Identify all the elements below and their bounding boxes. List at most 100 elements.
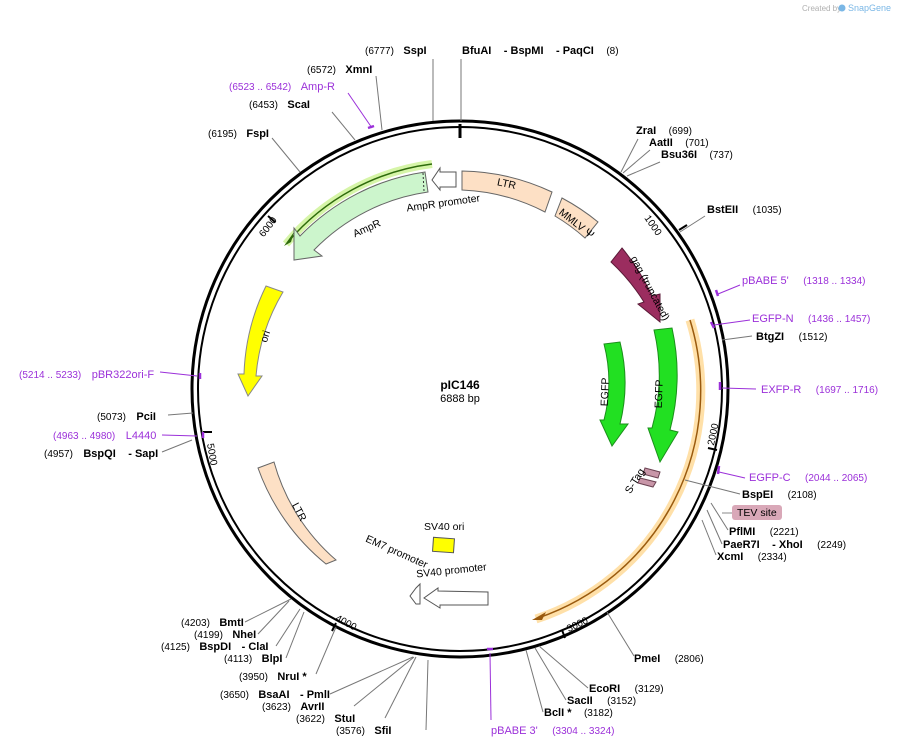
ampr-gene-label: AmpR xyxy=(351,217,383,240)
leader-egfp-c xyxy=(718,471,746,479)
leader-ampr-r xyxy=(347,92,373,129)
tev-site-badge xyxy=(732,505,782,520)
ampr-highlight-arrowhead xyxy=(284,232,294,246)
site-bmti: (4203) BmtI xyxy=(181,613,244,630)
ori-feature-arrow xyxy=(237,285,284,398)
credit-text: Created by xyxy=(802,4,841,13)
site-bspqi: (4957) BspQI - SapI xyxy=(44,444,158,461)
leader-btgzi xyxy=(721,335,753,341)
site-stui: (3622) StuI xyxy=(296,709,355,726)
tick-3000 xyxy=(561,629,566,639)
leader-pcii xyxy=(167,412,194,416)
plasmid-size: 6888 bp xyxy=(440,393,480,405)
leader-xmni xyxy=(375,75,383,131)
leader-pflmi xyxy=(710,502,729,531)
stag-feature xyxy=(642,467,661,479)
primer-pbr322ori-f: (5214 .. 5233) pBR322ori-F xyxy=(19,365,154,382)
site-leader-lines xyxy=(161,59,753,731)
site-sfii: (3576) SfiI xyxy=(336,721,391,738)
tick-label-3000: 3000 xyxy=(565,615,590,635)
site-bfuai: BfuAI - BspMI - PaqCI (8) xyxy=(462,41,619,58)
site-bsu36i: Bsu36I (737) xyxy=(661,145,733,162)
ltr-top-feature xyxy=(461,170,553,213)
site-sacii: SacII (3152) xyxy=(567,691,636,708)
egfp-inner-label: EGFP xyxy=(599,377,612,406)
sv40-promoter-arrow xyxy=(423,587,489,609)
primer-ampr-r: (6523 .. 6542) Amp-R xyxy=(229,77,335,94)
tick-2000 xyxy=(707,447,718,451)
leader-bsteii xyxy=(679,215,706,233)
backbone-outer-ring xyxy=(190,119,730,659)
site-sspi: (6777) SspI xyxy=(365,41,427,58)
sv40-ori-label: SV40 ori xyxy=(424,521,464,533)
leader-bcli xyxy=(525,649,544,713)
gag-feature-arrow xyxy=(610,247,661,324)
credit-app-name: SnapGene xyxy=(848,3,891,13)
primer-leader-lines xyxy=(159,92,757,721)
site-zrai: ZraI (699) xyxy=(636,121,692,138)
tick-label-2000: 2000 xyxy=(706,422,721,446)
ampr-gene-boundary xyxy=(422,172,425,192)
site-xcmi: XcmI (2334) xyxy=(717,547,787,564)
leader-bspdi xyxy=(275,608,301,647)
orange-highlight-arrowhead xyxy=(532,612,546,620)
leader-nrui xyxy=(315,626,337,675)
marker-egfp-c xyxy=(716,465,721,475)
site-avrii: (3623) AvrII xyxy=(262,697,324,714)
site-bsteii: BstEII (1035) xyxy=(707,200,782,217)
leader-sacii xyxy=(534,647,567,701)
tick-6000 xyxy=(267,215,276,223)
snapgene-logo-icon xyxy=(838,4,846,12)
primer-l4440: (4963 .. 4980) L4440 xyxy=(53,426,156,443)
leader-bmti xyxy=(244,598,292,623)
mmlv-psi-feature xyxy=(554,197,599,239)
orange-highlight-line xyxy=(537,319,702,619)
tick-4000 xyxy=(331,622,337,632)
ori-label: ori xyxy=(258,329,273,344)
leader-pbabe3 xyxy=(489,652,492,721)
site-bspdi: (4125) BspDI - ClaI xyxy=(161,637,269,654)
ampr-gene-arrow xyxy=(293,171,429,261)
primer-pbabe3: pBABE 3' (3304 .. 3324) xyxy=(491,721,614,738)
egfp-inner-arrow xyxy=(599,341,629,447)
leader-fspi xyxy=(271,137,301,173)
stag-feature-2 xyxy=(637,477,657,488)
leader-blpi xyxy=(285,611,305,659)
site-aatii: AatII (701) xyxy=(649,133,709,150)
site-blpi: (4113) BlpI xyxy=(224,649,282,666)
sv40-ori-feature xyxy=(432,536,455,554)
ampr-promoter-label: AmpR promoter xyxy=(406,192,482,214)
site-nhei: (4199) NheI xyxy=(194,625,256,642)
leader-scai xyxy=(331,111,356,141)
leader-avrii xyxy=(353,656,415,707)
em7-promoter-arrow xyxy=(409,582,421,605)
leader-xcmi xyxy=(701,519,717,556)
leader-pbabe5 xyxy=(717,284,741,295)
leader-ecori xyxy=(538,645,589,689)
tick-label-1000: 1000 xyxy=(642,213,664,238)
primer-markers xyxy=(198,124,722,651)
marker-egfp-n xyxy=(709,321,716,329)
tick-1000 xyxy=(678,224,688,231)
primer-egfp-c: EGFP-C (2044 .. 2065) xyxy=(749,468,867,485)
site-pflmi: PflMI (2221) xyxy=(729,522,799,539)
em7-promoter-label: EM7 promoter xyxy=(364,533,430,571)
primer-exfp-r: EXFP-R (1697 .. 1716) xyxy=(761,380,878,397)
site-btgzi: BtgZI (1512) xyxy=(756,327,827,344)
site-bcli: BclI * (3182) xyxy=(544,703,613,720)
plasmid-name: pIC146 xyxy=(440,378,480,392)
ltr-top-label: LTR xyxy=(496,176,518,192)
leader-pmei xyxy=(606,611,635,657)
site-fspi: (6195) FspI xyxy=(208,124,269,141)
leader-zrai xyxy=(620,138,639,173)
site-scai: (6453) ScaI xyxy=(249,95,310,112)
ampr-promoter-arrow xyxy=(431,166,457,192)
leader-l4440 xyxy=(161,434,198,437)
marker-pbabe5 xyxy=(714,289,720,297)
egfp-outer-label: EGFP xyxy=(653,379,666,408)
leader-exfp-r xyxy=(721,387,757,390)
leader-bsu36i xyxy=(626,161,661,177)
site-ecori: EcoRI (3129) xyxy=(589,679,664,696)
leader-bspqi xyxy=(161,439,193,453)
